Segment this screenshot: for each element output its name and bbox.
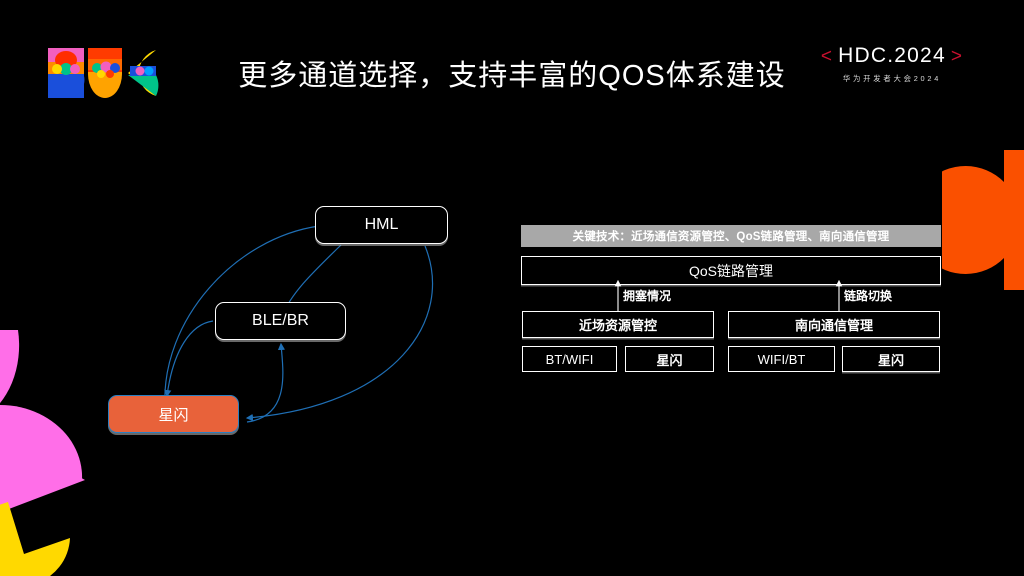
arch-box-near-field-resource-control-label: 近场资源管控 [578,318,657,333]
arch-box-southbound-communication-management-label: 南向通信管理 [794,318,873,333]
arch-box-qos-link-management-label: QoS链路管理 [688,262,773,279]
topology-node-hml-label: HML [364,216,399,233]
arrow-label-congestion: 拥塞情况 [623,289,672,303]
page-title: 更多通道选择，支持丰富的QOS体系建设 [238,60,786,92]
channel-topology-diagram: HML BLE/BR 星闪 [95,190,495,450]
arch-box-southbound-communication-management[interactable]: 南向通信管理 [728,311,940,338]
arch-leaf-nearlink-left-label: 星闪 [656,352,683,368]
hdc-2024-badge: <HDC.2024> 华为开发者大会2024 [812,44,972,84]
arch-leaf-nearlink-right-label: 星闪 [877,352,904,368]
slide-header: 更多通道选择，支持丰富的QOS体系建设 <HDC.2024> 华为开发者大会20… [0,0,1024,120]
key-technology-architecture: 关键技术：近场通信资源管控、QoS链路管理、南向通信管理 QoS链路管理 拥塞情… [521,225,941,380]
arch-leaf-wifi-bt-label: WIFI/BT [757,351,806,367]
chevron-right-icon: > [950,46,964,67]
arrow-label-link-switch: 链路切换 [844,289,893,303]
pink-petal-bottom-left [0,330,85,513]
hdc-2024-title-line: <HDC.2024> [812,44,972,68]
arch-leaf-wifi-bt[interactable]: WIFI/BT [728,346,835,372]
hdc-logo-icon [48,48,159,98]
arch-leaf-nearlink-left[interactable]: 星闪 [625,346,714,372]
topology-node-ble-br[interactable]: BLE/BR [215,302,346,340]
orange-c-shape-right [942,150,1024,290]
arch-leaf-nearlink-right[interactable]: 星闪 [842,346,940,372]
chevron-left-icon: < [820,46,834,67]
key-technology-banner: 关键技术：近场通信资源管控、QoS链路管理、南向通信管理 [521,225,941,247]
arch-box-near-field-resource-control[interactable]: 近场资源管控 [522,311,714,338]
topology-node-nearlink-label: 星闪 [158,406,189,424]
arch-box-qos-link-management[interactable]: QoS链路管理 [521,256,941,285]
conference-subtitle: 华为开发者大会2024 [842,74,942,83]
arch-leaf-bt-wifi-label: BT/WIFI [545,351,594,367]
arch-leaf-bt-wifi[interactable]: BT/WIFI [522,346,617,372]
yellow-wedge-bottom-left [0,502,70,576]
topology-node-nearlink[interactable]: 星闪 [108,395,239,433]
topology-node-ble-br-label: BLE/BR [252,312,309,329]
conference-name: HDC.2024 [838,44,946,67]
topology-node-hml[interactable]: HML [315,206,448,244]
arch-arrow-lines [614,280,843,311]
